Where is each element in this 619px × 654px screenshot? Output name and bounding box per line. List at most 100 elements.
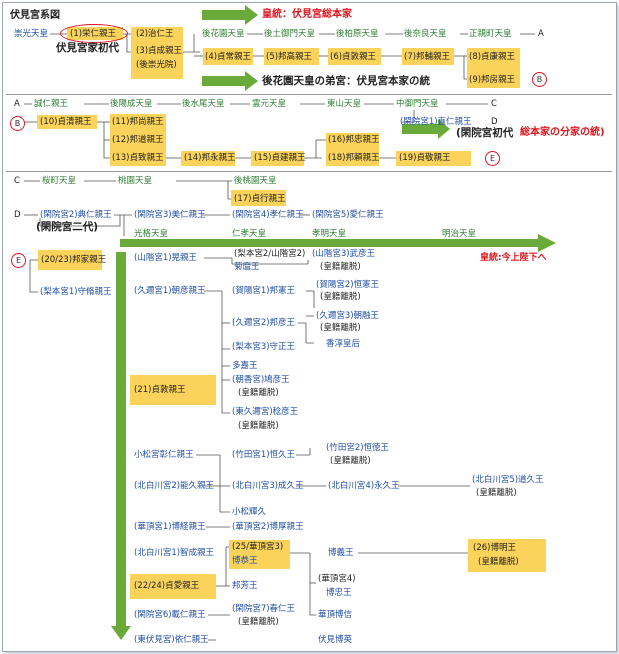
node-terukisa: 小松輝久 [232, 507, 267, 517]
node-kotohito: (閑院宮6)載仁親王 [134, 610, 206, 620]
legend-branch: 総本家の分家の統) [520, 127, 605, 138]
node-gotsuchimikado: 後土御門天皇 [264, 29, 316, 39]
node-harufusa: (2)治仁王 [136, 29, 174, 39]
node-kuninaga2: (14)邦永親王 [184, 153, 236, 163]
node-goyozei: 後陽成天皇 [110, 99, 153, 109]
node-sadayuki: (13)貞致親王 [112, 153, 164, 163]
hl-sadatsune [203, 48, 253, 65]
kouseki-3: (皇籍離脱) [320, 323, 361, 333]
node-sadafusa: (3)貞成親王 [136, 46, 183, 56]
kouseki-1: (皇籍離脱) [320, 262, 361, 272]
node-akihito-komatsu: 小松宮彰仁親王 [134, 450, 194, 460]
node-kunitada: (16)邦忠親王 [328, 135, 380, 145]
badge-e-1: E [485, 151, 500, 166]
node-kuniyori: (18)邦頼親王 [328, 153, 380, 163]
hl-kuniie [38, 250, 102, 270]
node-nagahisa: (北白川宮4)永久王 [328, 481, 400, 491]
node-fushimi-hirohide: 伏見博英 [318, 635, 353, 645]
node-satonari: (北白川宮1)智成親王 [134, 548, 215, 558]
node-sadakiyo: (10)貞清親王 [40, 117, 92, 127]
node-gonara: 後奈良天皇 [404, 29, 447, 39]
node-kikumaro: 菊麿王 [234, 262, 260, 272]
node-takehiko: (山階宮3)武彦王 [312, 249, 376, 259]
hl-hiroaki [468, 539, 546, 572]
legend-current: 皇統:今上陛下へ [480, 253, 547, 263]
node-sadayasu: (8)貞康親王 [469, 52, 516, 62]
node-tsunehisa: (竹田宮1)恒久王 [232, 450, 296, 460]
node-taka: 多嘉王 [232, 361, 258, 371]
node-hiroaki: (26)博明王 [473, 543, 516, 553]
node-michihisa: (北白川宮5)道久王 [472, 475, 544, 485]
node-ninko: 仁孝天皇 [232, 229, 267, 239]
node-asahiko: (久邇宮1)朝彦親王 [134, 286, 206, 296]
kouseki-2: (皇籍離脱) [320, 292, 361, 302]
node-haruhito: (閑院宮3)美仁親王 [134, 210, 206, 220]
node-hiroyasu-parent: (25/華頂宮3) [232, 542, 284, 552]
node-sadanaru22: (22/24)貞愛親王 [134, 581, 200, 591]
node-ohito: 誠仁親王 [34, 99, 69, 109]
node-hiroaki-kacho: (華頂宮4) [318, 574, 356, 584]
node-kokaku: 光格天皇 [134, 229, 169, 239]
hl-kuninaga [110, 114, 166, 166]
node-akira: (山階宮1)晃親王 [134, 253, 198, 263]
node-yoshihito: (1)栄仁親王 [70, 29, 117, 39]
kouseki-6: (皇籍離脱) [330, 456, 371, 466]
node-tsuneyoshi: (竹田宮2)恒徳王 [326, 443, 390, 453]
node-kunihiko: (久邇宮2)邦彦王 [232, 318, 296, 328]
node-hiroatsu: (華頂宮2)博厚親王 [232, 522, 304, 532]
node-tsunenori: (賀陽宮2)恒憲王 [316, 280, 380, 290]
hl-sadafusa [131, 27, 183, 79]
node-hiroyoshi: 博義王 [328, 548, 354, 558]
mark-d: D [491, 117, 498, 127]
mark-a: A [538, 29, 544, 39]
node-meiji: 明治天皇 [442, 229, 477, 239]
node-sadayoshi: (19)貞敬親王 [399, 153, 451, 163]
node-kuninaga: (11)邦尚親王 [112, 117, 164, 127]
node-hirotsune: (華頂宮1)博経親王 [134, 522, 206, 532]
node-naohito: (閑院宮1)直仁親王 [400, 117, 472, 127]
kouseki-5: (皇籍離脱) [238, 421, 279, 431]
hl-sadaatsu [328, 48, 381, 65]
kouseki-4: (皇籍離脱) [238, 388, 279, 398]
node-gosuko: (後崇光院) [136, 60, 177, 70]
hl-hiroyasu [229, 540, 290, 569]
node-kuninori: (賀陽宮1)邦憲王 [232, 286, 296, 296]
node-kunitaka-h: 邦芳王 [232, 581, 258, 591]
node-kunifusa: (9)邦房親王 [469, 75, 516, 85]
kouseki-7: (皇籍離脱) [476, 488, 517, 498]
hl-sadayasu [467, 48, 520, 88]
node-kunisuke: (7)邦輔親王 [404, 52, 451, 62]
mark-c-2: C [14, 176, 20, 186]
node-asaakira: (久邇宮3)朝融王 [316, 311, 380, 321]
divider-1 [6, 94, 612, 95]
node-yoshihisa: (北白川宮2)能久親王 [134, 481, 215, 491]
mark-d-2: D [14, 210, 21, 220]
node-gomomozono: 後桃園天皇 [234, 176, 277, 186]
node-reigen: 霊元天皇 [252, 99, 287, 109]
node-gomizunoo: 後水尾天皇 [182, 99, 225, 109]
legend-main: 皇統：伏見宮総本家 [262, 9, 352, 20]
node-kunimichi: (12)邦道親王 [112, 135, 164, 145]
node-hiroyasu: 博恭王 [232, 556, 258, 566]
node-sakuramachi: 桜町天皇 [42, 176, 77, 186]
page-title: 伏見宮系図 [10, 10, 60, 21]
node-sadanaru: (21)貞敦親王 [134, 385, 186, 395]
node-naruhiko: (東久邇宮)稔彦王 [232, 407, 299, 417]
node-sukehito: (閑院宮2)典仁親王 [40, 210, 112, 220]
hl-sadatake [251, 151, 304, 166]
hl-sadamochi [231, 190, 286, 206]
badge-e-2: E [11, 253, 26, 268]
node-morimasa: (梨本宮3)守正王 [232, 342, 296, 352]
node-yasuhiko: (朝香宮)鳩彦王 [232, 375, 290, 385]
node-moriosa: (梨本宮1)守脩親王 [40, 287, 112, 297]
badge-b-2: B [10, 116, 25, 131]
hl-sadayoshi [396, 151, 471, 166]
mark-c: C [491, 99, 497, 109]
hl-sadanaru22 [130, 574, 216, 599]
badge-b-1: B [532, 72, 547, 87]
node-nakamikado: 中御門天皇 [396, 99, 439, 109]
node-kojun: 香淳皇后 [326, 339, 361, 349]
hl-kunisuke [402, 48, 454, 65]
hl-sadakiyo [37, 115, 97, 129]
